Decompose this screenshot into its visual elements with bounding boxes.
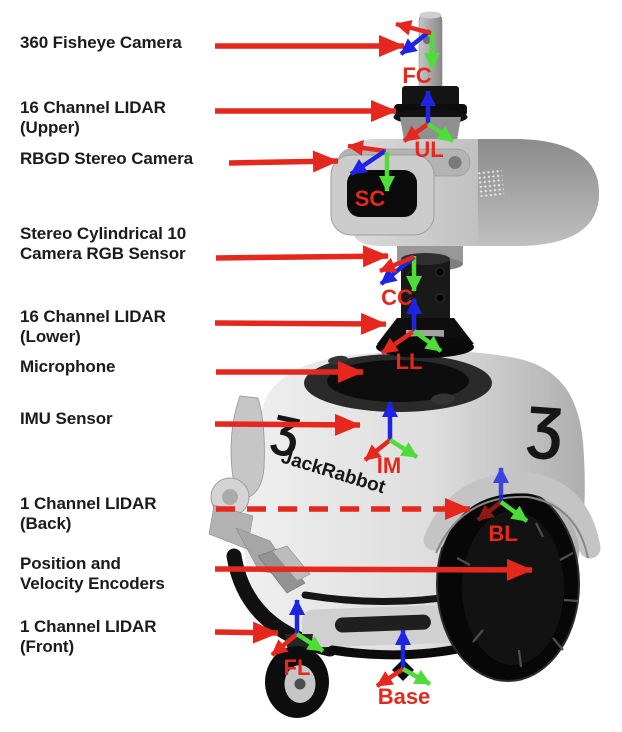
x-axis-arrow (363, 438, 392, 462)
frame-axes-base (375, 629, 432, 688)
frame-label-cc: CC (381, 285, 413, 310)
sensor-label-1ch-lidar-front: 1 Channel LIDAR(Front) (20, 617, 235, 656)
sensor-label-microphone: Microphone (20, 357, 235, 377)
label-line: Position and (20, 554, 121, 573)
speaker-grille (475, 168, 505, 198)
label-line: RBGD Stereo Camera (20, 149, 193, 168)
frame-label-ll: LL (395, 349, 423, 374)
label-line: (Upper) (20, 117, 80, 137)
frame-axes-fc (395, 19, 440, 69)
side-rabbit-logo-icon: Ʒ (525, 394, 565, 461)
frame-label-fl: FL (283, 655, 311, 680)
y-axis-arrow (426, 122, 455, 143)
label-line: 1 Channel LIDAR (20, 494, 157, 513)
frame-axes-fl (270, 599, 325, 657)
x-axis-arrow (347, 140, 387, 156)
frame-axes-ll (380, 298, 443, 355)
frame-axes-bl (476, 467, 529, 523)
y-axis-arrow (388, 438, 419, 459)
sensor-label-imu-sensor: IMU Sensor (20, 409, 235, 429)
frame-label-fc: FC (402, 63, 432, 88)
x-axis-arrow (476, 500, 503, 522)
pointer-imu-sensor (214, 413, 361, 436)
z-axis-arrow (349, 149, 387, 176)
z-axis-arrow (399, 29, 432, 56)
pointer-stereo-cylindrical-camera (215, 245, 389, 268)
frame-axes-ul (402, 90, 455, 143)
label-line: (Back) (20, 513, 72, 533)
x-axis-arrow (375, 667, 405, 688)
frame-label-sc: SC (354, 186, 386, 211)
sensor-label-rbgd-stereo-camera: RBGD Stereo Camera (20, 149, 235, 169)
sensor-label-360-fisheye-camera: 360 Fisheye Camera (20, 33, 235, 53)
y-axis-arrow (295, 632, 325, 653)
frame-label-base: Base (377, 684, 431, 709)
drive-wheel (436, 486, 580, 682)
label-line: 16 Channel LIDAR (20, 98, 166, 117)
pointer-16ch-lidar-lower (214, 312, 387, 335)
sensor-label-1ch-lidar-back: 1 Channel LIDAR(Back) (20, 494, 235, 533)
label-line: 360 Fisheye Camera (20, 33, 182, 52)
pointer-rbgd-stereo-camera (228, 150, 339, 173)
frame-label-im: IM (376, 453, 402, 478)
pointer-arrows (214, 35, 533, 644)
x-axis-arrow (270, 632, 299, 657)
frame-axes-sc (347, 140, 395, 192)
pointer-encoders (214, 558, 533, 581)
stereo-camera-screen (347, 170, 417, 217)
y-axis-arrow (401, 667, 432, 686)
frame-label-bl: BL (488, 521, 518, 546)
label-line: Microphone (20, 357, 116, 376)
label-line: Stereo Cylindrical 10 (20, 224, 187, 243)
label-line: 16 Channel LIDAR (20, 307, 166, 326)
y-axis-arrow (499, 500, 529, 523)
x-axis-arrow (402, 122, 430, 143)
x-axis-arrow (395, 19, 432, 36)
x-axis-arrow (379, 254, 415, 274)
frame-axes-cc (379, 254, 422, 292)
label-line: (Front) (20, 636, 75, 656)
frame-axes-im (363, 401, 419, 462)
frame-label-ul: UL (414, 137, 444, 162)
label-line: IMU Sensor (20, 409, 113, 428)
x-axis-arrow (380, 329, 416, 355)
label-line: (Lower) (20, 326, 81, 346)
label-line: 1 Channel LIDAR (20, 617, 157, 636)
label-line: Camera RGB Sensor (20, 243, 186, 263)
sensor-label-16ch-lidar-upper: 16 Channel LIDAR(Upper) (20, 98, 235, 137)
sensor-label-16ch-lidar-lower: 16 Channel LIDAR(Lower) (20, 307, 235, 346)
robot-arm (208, 395, 311, 594)
label-line: Velocity Encoders (20, 573, 165, 593)
y-axis-arrow (412, 329, 443, 353)
pointer-1ch-lidar-front (214, 621, 279, 644)
